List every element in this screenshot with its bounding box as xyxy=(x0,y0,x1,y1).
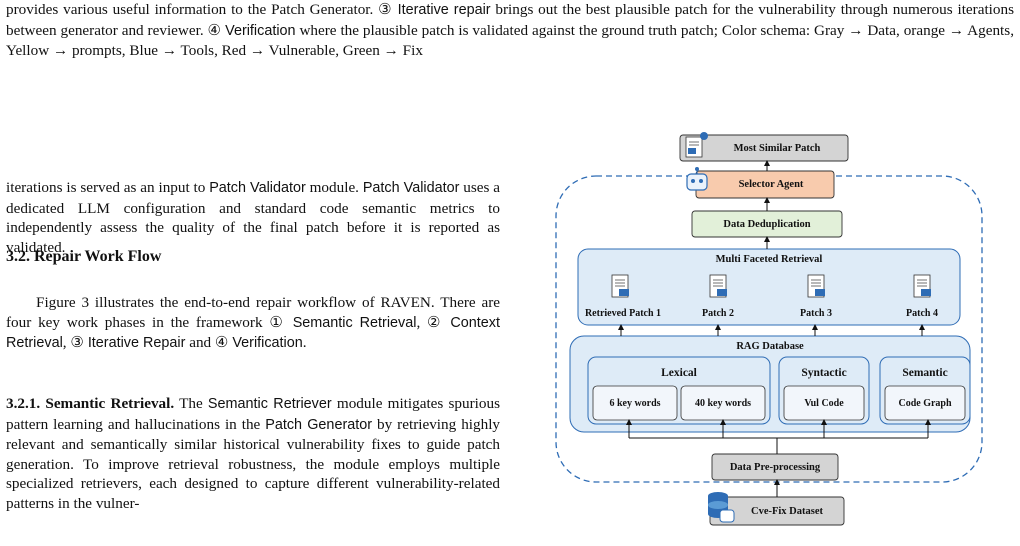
syntactic-label: Syntactic xyxy=(801,367,847,379)
p2-text-a: Figure 3 illustrates the end-to-end repa… xyxy=(6,294,500,331)
caption-text-3: where the plausible patch is validated a… xyxy=(6,21,1014,60)
p3-text-b: module mitigates spurious pattern learni… xyxy=(6,395,500,433)
figure-graphics xyxy=(555,132,983,526)
rag-database-label: RAG Database xyxy=(736,340,804,352)
subsection-heading: 3.2.1. Semantic Retrieval. xyxy=(6,395,175,412)
p2-term-4: Verification xyxy=(232,335,303,351)
robot-icon xyxy=(686,167,708,191)
selector-agent-label: Selector Agent xyxy=(738,179,804,190)
kw6-label: 6 key words xyxy=(609,397,661,409)
vul-code-label: Vul Code xyxy=(804,397,844,409)
database-icon xyxy=(708,492,735,523)
patch-4-label: Patch 4 xyxy=(906,307,938,319)
paragraph-1: iterations is served as an input to Patc… xyxy=(6,178,500,257)
figure-caption: provides various useful information to t… xyxy=(6,0,1014,61)
patch-icon-2 xyxy=(709,274,727,298)
multi-faceted-label: Multi Faceted Retrieval xyxy=(715,253,823,265)
p2-text-c: , ③ xyxy=(62,334,88,351)
kw6-box xyxy=(592,385,678,421)
p1-text-a: iterations is served as an input to xyxy=(6,179,210,196)
document-icon-top xyxy=(685,132,708,158)
patch-2-label: Patch 2 xyxy=(702,307,734,319)
data-preprocessing-label: Data Pre-processing xyxy=(729,461,821,473)
p2-term-2: Context Retrieval xyxy=(6,314,500,352)
p1-text-c: uses a dedicated LLM configuration and s… xyxy=(6,179,500,256)
paragraph-3: 3.2.1. Semantic Retrieval. The Semantic … xyxy=(6,394,500,513)
caption-text-1: provides various useful information to t… xyxy=(6,1,398,18)
p2-text-d: and ④ xyxy=(185,334,233,351)
p3-term-1: Semantic Retriever xyxy=(207,396,332,412)
p3-text-c: by retrieving highly relevant and semant… xyxy=(6,415,501,512)
patch-icon-1 xyxy=(611,274,629,298)
multi-faceted-panel xyxy=(577,248,961,326)
p1-text-b: module. xyxy=(305,179,363,196)
p1-term-validator-2: Patch Validator xyxy=(362,180,460,196)
patch-icon-3 xyxy=(807,274,825,298)
p1-term-validator: Patch Validator xyxy=(209,180,306,196)
lexical-label: Lexical xyxy=(661,367,697,379)
patch-1-label: Retrieved Patch 1 xyxy=(584,307,662,319)
caption-term-verification: Verification xyxy=(225,22,296,39)
paragraph-2: Figure 3 illustrates the end-to-end repa… xyxy=(6,293,500,354)
kw40-label: 40 key words xyxy=(694,397,752,409)
p3-text-a: The xyxy=(174,395,208,412)
patch-icon-4 xyxy=(913,274,931,298)
p3-term-2: Patch Generator xyxy=(265,416,373,433)
semantic-label: Semantic xyxy=(902,367,948,379)
p2-text-b: , ② xyxy=(416,313,451,331)
patch-3-label: Patch 3 xyxy=(800,307,832,319)
p2-term-3: Iterative Repair xyxy=(87,335,186,351)
dataset-label: Cve-Fix Dataset xyxy=(750,505,824,517)
caption-term-iterative: Iterative repair xyxy=(397,2,491,18)
data-deduplication-label: Data Deduplication xyxy=(723,218,811,230)
p2-text-e: . xyxy=(302,334,307,351)
section-title: 3.2. Repair Work Flow xyxy=(6,248,162,265)
p2-term-1: Semantic Retrieval xyxy=(292,314,417,331)
caption-text-2: brings out the best plausible patch for … xyxy=(6,1,1014,39)
code-graph-label: Code Graph xyxy=(898,397,952,409)
workflow-figure: Most Similar Patch Selector Agent Data D… xyxy=(540,128,990,546)
most-similar-patch-label: Most Similar Patch xyxy=(733,142,821,154)
